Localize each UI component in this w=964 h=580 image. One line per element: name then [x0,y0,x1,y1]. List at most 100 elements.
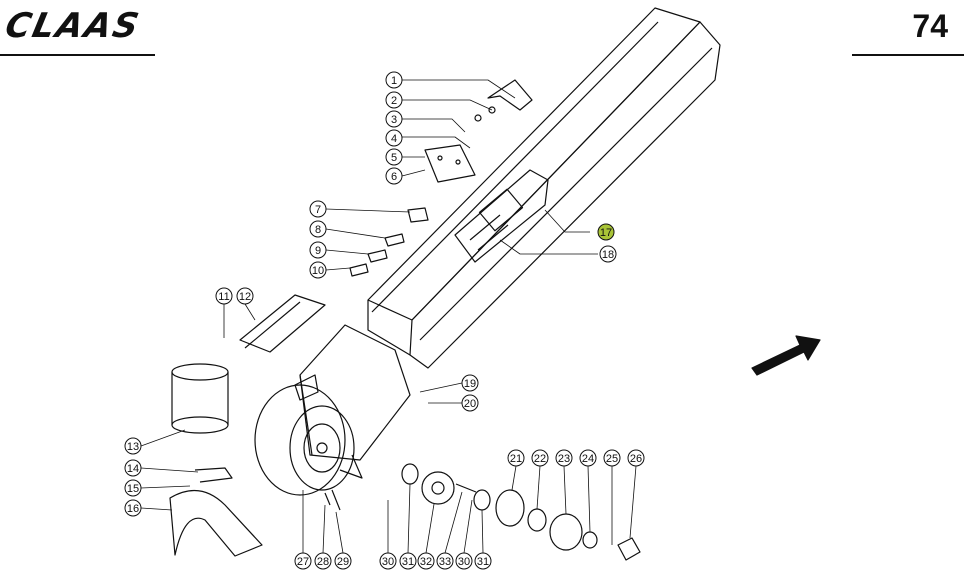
cover-plate [239,294,326,353]
callout-13: 13 [124,437,142,455]
lower-housing [254,324,411,496]
callout-32: 32 [417,552,435,570]
callout-circle [309,200,327,218]
direction-arrow [751,335,821,376]
callout-circle [603,449,621,467]
callout-7: 7 [309,200,327,218]
callout-16: 16 [124,499,142,517]
callout-label: 4 [391,133,397,145]
callout-11: 11 [215,287,233,305]
callout-label: 19 [464,378,476,390]
callout-label: 13 [127,441,139,453]
callout-circle [309,220,327,238]
callout-label: 30 [382,556,394,568]
callout-label: 23 [558,453,570,465]
callout-label: 20 [464,398,476,410]
callout-label: 9 [315,245,321,257]
callout-4: 4 [385,129,403,147]
callout-6: 6 [385,167,403,185]
callout-label: 3 [391,114,397,126]
callout-circle [455,552,473,570]
callout-31: 31 [399,552,417,570]
callout-17: 17 [597,223,615,241]
callout-circle [236,287,254,305]
callout-circle [385,167,403,185]
callout-circle [385,91,403,109]
callout-label: 6 [391,171,397,183]
callout-18: 18 [599,245,617,263]
page-number: 74 [912,8,948,44]
callout-1: 1 [385,71,403,89]
callout-label: 22 [534,453,546,465]
callout-8: 8 [309,220,327,238]
callout-31: 31 [474,552,492,570]
callout-label: 11 [218,291,229,303]
callout-28: 28 [314,552,332,570]
callout-label: 18 [602,249,614,261]
callout-circle [314,552,332,570]
clamp-band [169,489,263,557]
callout-circle [379,552,397,570]
callout-label: 31 [402,556,414,568]
callout-label: 33 [439,556,451,568]
callout-circle [597,223,615,241]
callout-26: 26 [627,449,645,467]
callout-circle [507,449,525,467]
callout-label: 31 [477,556,489,568]
callout-circle [599,245,617,263]
callout-label: 16 [127,503,139,515]
callout-circle [474,552,492,570]
callout-25: 25 [603,449,621,467]
callout-30: 30 [455,552,473,570]
callout-circle [385,110,403,128]
callout-label: 25 [606,453,618,465]
callout-label: 1 [391,75,397,87]
callout-circle [399,552,417,570]
callout-33: 33 [436,552,454,570]
callout-10: 10 [309,261,327,279]
callout-circle [461,394,479,412]
callout-circle [385,129,403,147]
callout-24: 24 [579,449,597,467]
callout-19: 19 [461,374,479,392]
callout-label: 29 [337,556,349,568]
callout-circle [309,261,327,279]
callout-circle [124,499,142,517]
callout-circle [417,552,435,570]
callout-label: 8 [315,224,321,236]
callout-23: 23 [555,449,573,467]
callout-12: 12 [236,287,254,305]
callout-label: 7 [315,204,321,216]
callout-circle [309,241,327,259]
bracket-plate [487,79,533,111]
header-rule-right [852,54,964,56]
callout-label: 26 [630,453,642,465]
callout-label: 28 [317,556,329,568]
callout-label: 5 [391,152,397,164]
callout-22: 22 [531,449,549,467]
callout-20: 20 [461,394,479,412]
callout-circle [385,148,403,166]
tube-housing [454,169,549,263]
callout-2: 2 [385,91,403,109]
callout-circle [334,552,352,570]
callout-label: 17 [600,227,612,239]
elevator-tube [367,7,721,369]
callout-circle [385,71,403,89]
callout-label: 2 [391,95,397,107]
callout-circle [124,437,142,455]
callout-circle [124,479,142,497]
callout-29: 29 [334,552,352,570]
belt-drum [171,363,229,434]
callout-circle [215,287,233,305]
callout-circle [531,449,549,467]
callout-30: 30 [379,552,397,570]
callout-circle [294,552,312,570]
header-rule-left [0,54,155,56]
callout-5: 5 [385,148,403,166]
callout-15: 15 [124,479,142,497]
callout-label: 27 [297,556,309,568]
callout-label: 21 [510,453,522,465]
